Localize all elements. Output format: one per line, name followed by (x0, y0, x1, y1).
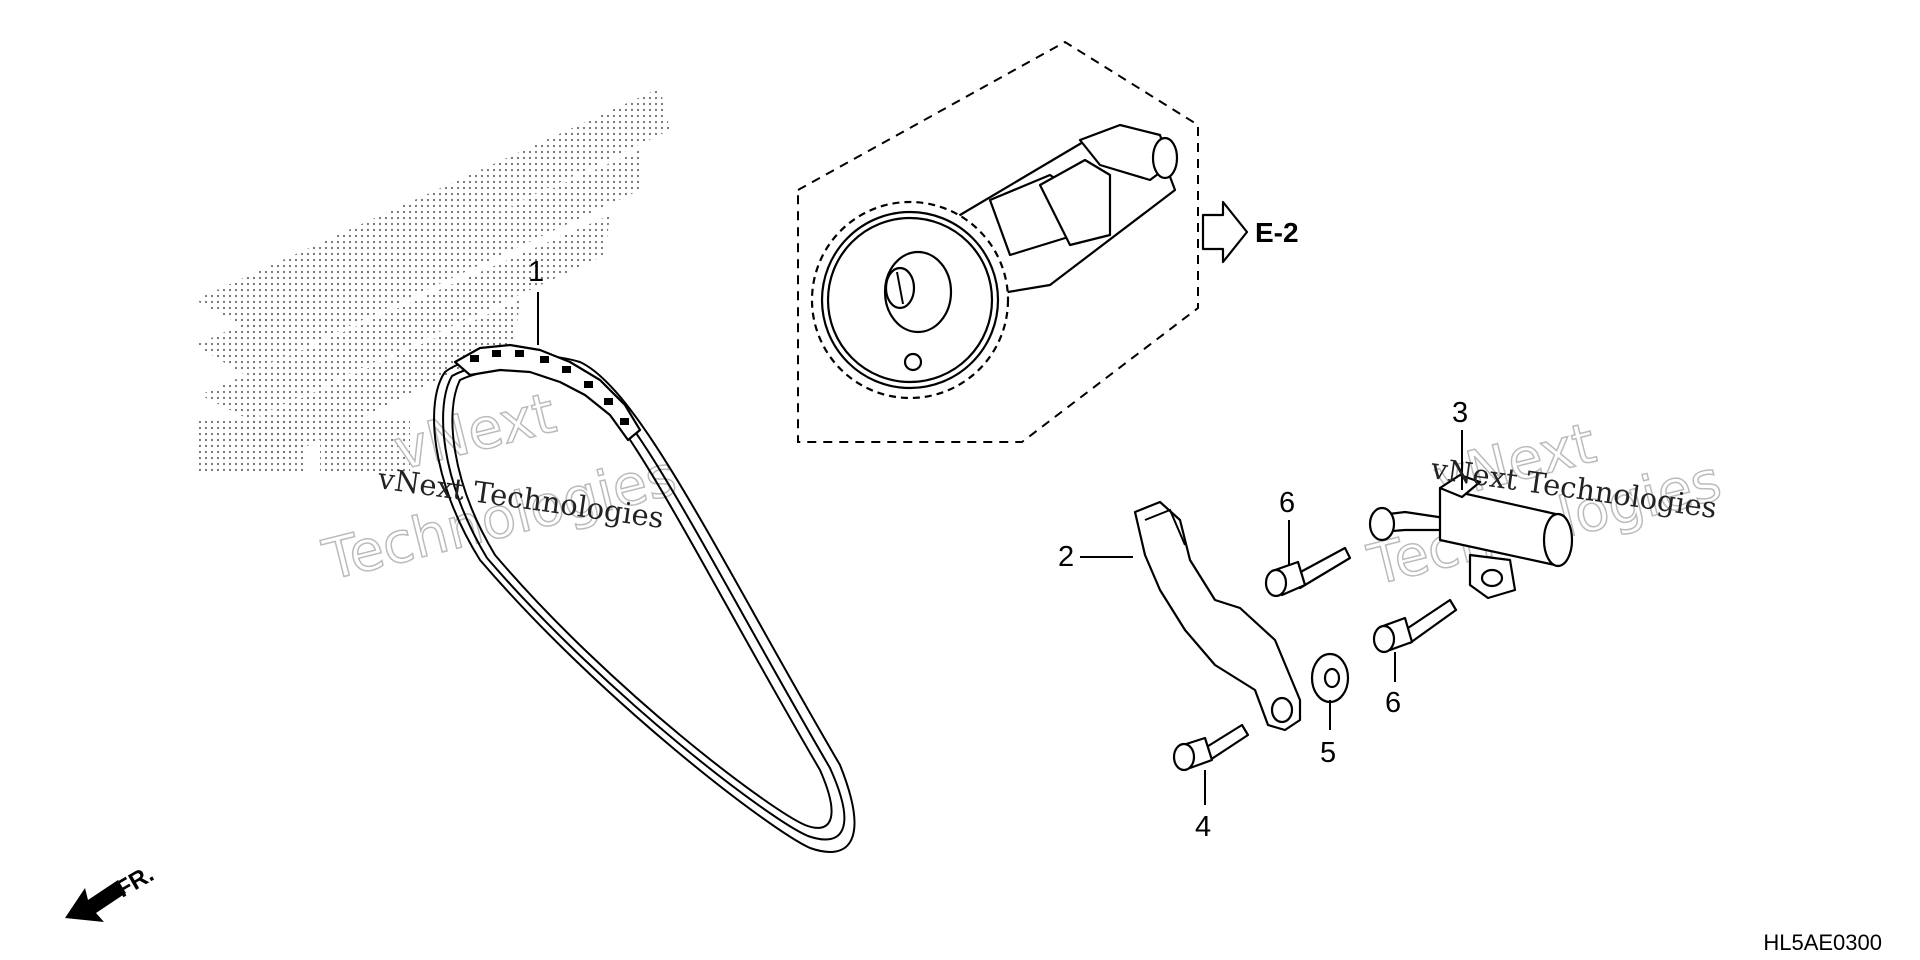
callout-5: 5 (1320, 737, 1336, 769)
front-direction-arrow-icon (65, 880, 126, 922)
tensioner-arm (1133, 500, 1302, 732)
diagram-code: HL5AE0300 (1763, 930, 1882, 955)
tensioner-lifter (1368, 473, 1574, 600)
callout-6-lower: 6 (1385, 687, 1401, 719)
washer (1310, 652, 1350, 704)
hollow-right-arrow-icon (1201, 200, 1249, 264)
bolt-upper-6 (1264, 546, 1352, 598)
dotted-wing-logo-icon (195, 88, 670, 472)
leader-lines (537, 292, 1463, 805)
callout-1: 1 (528, 256, 544, 288)
camshaft-sprocket (810, 123, 1179, 400)
cam-chain (433, 343, 856, 853)
bolt-4 (1172, 723, 1250, 772)
reference-label: E-2 (1255, 217, 1299, 248)
bolt-lower-6 (1372, 598, 1458, 654)
callout-2: 2 (1058, 541, 1074, 573)
callout-4: 4 (1195, 811, 1211, 843)
callout-3: 3 (1452, 397, 1468, 429)
camshaft-group-outline (797, 40, 1199, 443)
callout-6-upper: 6 (1279, 487, 1295, 519)
